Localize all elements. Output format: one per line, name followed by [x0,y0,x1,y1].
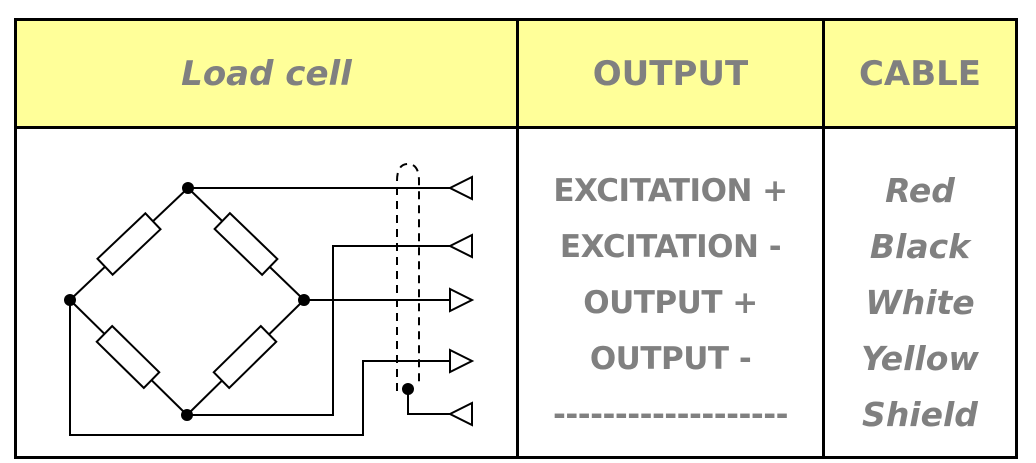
cable-color-label: Black [869,227,971,266]
bridge-node-bottom [181,409,193,421]
resistor-top-left [96,211,162,277]
output-label: OUTPUT - [589,341,752,377]
output-label: EXCITATION - [559,229,782,265]
resistor-bottom-right [212,324,278,390]
terminal-shield-icon [447,401,473,427]
wiring-table: Load cell OUTPUT CABLE [14,18,1018,459]
output-label: EXCITATION + [553,173,788,209]
output-cell: EXCITATION + EXCITATION - OUTPUT + OUTPU… [516,129,822,456]
terminal-excitation-plus-icon [447,175,473,201]
load-cell-diagram-cell [17,129,516,456]
terminal-output-plus-icon [449,287,475,313]
wire-shield [407,389,450,415]
header-cable: CABLE [822,21,1015,129]
shield-node [402,383,414,395]
terminal-output-minus-icon [449,348,475,374]
bridge-node-top [182,182,194,194]
cable-color-label: White [865,283,975,322]
cable-shield-outline [396,162,420,391]
bridge-circuit-diagram [64,162,475,436]
cable-cell: Red Black White Yellow Shield [822,129,1015,456]
header-load-cell: Load cell [17,21,516,129]
cable-color-label: Red [885,171,955,210]
output-label: ------------------- [553,397,788,433]
output-label: OUTPUT + [583,285,758,321]
resistor-bottom-left [95,324,161,390]
wire-output-minus [69,300,450,436]
wire-excitation-minus [187,245,450,416]
cable-color-label: Yellow [861,339,979,378]
resistor-top-right [213,211,279,277]
header-output: OUTPUT [516,21,822,129]
bridge-node-left [64,294,76,306]
bridge-node-right [298,294,310,306]
cable-color-label: Shield [862,395,978,434]
terminal-excitation-minus-icon [447,233,473,259]
